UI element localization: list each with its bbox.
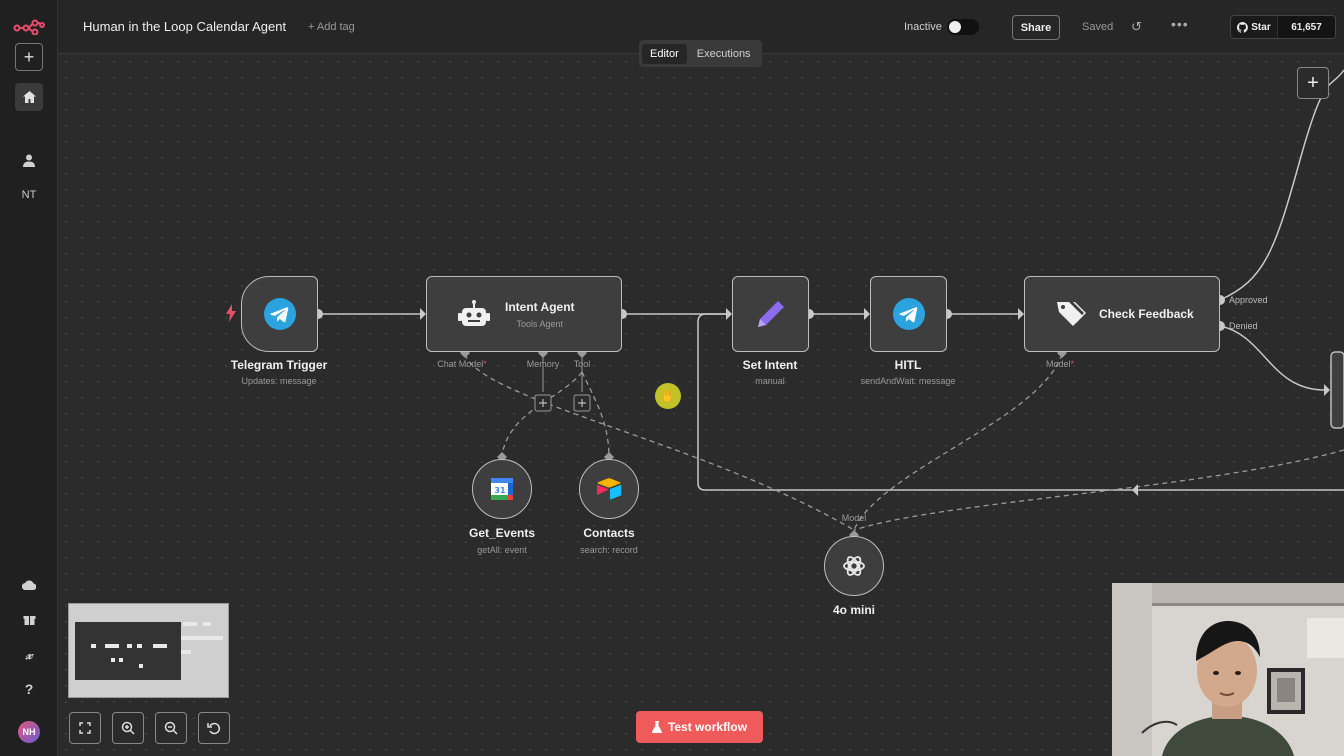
node-subtitle: sendAndWait: message xyxy=(860,376,956,386)
test-workflow-button[interactable]: Test workflow xyxy=(636,711,763,743)
plus-icon[interactable]: + xyxy=(15,43,43,71)
node-title: Set Intent xyxy=(742,358,798,372)
port-memory: Memory xyxy=(526,359,560,369)
minimap-viewport[interactable] xyxy=(75,622,181,680)
toggle-knob xyxy=(949,21,961,33)
github-star[interactable]: Star xyxy=(1231,16,1277,38)
telegram-icon xyxy=(263,298,296,330)
port-chat-model: Chat Model* xyxy=(437,359,487,369)
zoom-out-icon xyxy=(164,721,178,735)
airtable-icon xyxy=(597,478,622,500)
fit-view-button[interactable] xyxy=(69,712,101,744)
tab-editor[interactable]: Editor xyxy=(642,43,687,64)
node-intent-agent[interactable]: Intent Agent Tools Agent xyxy=(426,276,622,352)
sidebar: + NT 𝓍 ? NH xyxy=(0,0,58,756)
flask-icon xyxy=(651,721,662,733)
help-icon[interactable]: ? xyxy=(24,681,34,697)
node-check-feedback[interactable]: Check Feedback xyxy=(1024,276,1220,352)
node-4o-mini[interactable] xyxy=(824,536,884,596)
node-title: Check Feedback xyxy=(1099,307,1194,321)
minimap[interactable] xyxy=(68,603,229,698)
node-set-intent[interactable] xyxy=(732,276,809,352)
node-subtitle: Updates: message xyxy=(241,376,317,386)
reset-zoom-button[interactable] xyxy=(198,712,230,744)
user-icon[interactable] xyxy=(15,146,43,174)
robot-icon xyxy=(458,300,490,326)
port-model: Model* xyxy=(1045,359,1075,369)
add-node-button[interactable]: + xyxy=(1297,67,1329,99)
share-button[interactable]: Share xyxy=(1012,15,1060,40)
svg-text:31: 31 xyxy=(494,486,506,495)
node-subtitle: getAll: event xyxy=(477,545,527,555)
test-workflow-label: Test workflow xyxy=(667,720,748,734)
output-approved: Approved xyxy=(1229,295,1268,305)
github-star-button[interactable]: Star 61,657 xyxy=(1230,15,1336,39)
add-tag-button[interactable]: + Add tag xyxy=(308,21,355,33)
fit-view-icon xyxy=(79,722,91,734)
port-model: Model xyxy=(841,513,867,523)
output-denied: Denied xyxy=(1229,321,1258,331)
node-title: Intent Agent xyxy=(505,299,575,314)
github-star-label: Star xyxy=(1251,21,1271,33)
variables-icon[interactable]: 𝓍 xyxy=(25,645,33,662)
avatar[interactable]: NH xyxy=(18,721,40,743)
node-title: HITL xyxy=(894,358,922,372)
github-star-count: 61,657 xyxy=(1277,16,1335,38)
undo-icon xyxy=(207,722,221,735)
active-toggle[interactable] xyxy=(947,19,979,35)
node-contacts[interactable] xyxy=(579,459,639,519)
openai-icon xyxy=(843,556,865,576)
zoom-out-button[interactable] xyxy=(155,712,187,744)
tag-icon xyxy=(1057,302,1086,326)
more-options-icon[interactable]: ••• xyxy=(1171,16,1189,32)
cloud-icon[interactable] xyxy=(15,571,43,599)
node-telegram-trigger[interactable] xyxy=(241,276,318,352)
webcam-overlay xyxy=(1112,583,1344,756)
project-initials[interactable]: NT xyxy=(21,189,37,201)
workflow-title[interactable]: Human in the Loop Calendar Agent xyxy=(83,19,287,34)
active-status-label: Inactive xyxy=(904,21,942,33)
pointer-cursor: ✋ xyxy=(655,383,681,409)
node-hitl[interactable] xyxy=(870,276,947,352)
node-title: 4o mini xyxy=(832,603,876,617)
zoom-in-button[interactable] xyxy=(112,712,144,744)
node-get-events[interactable]: 31 xyxy=(472,459,532,519)
zoom-in-icon xyxy=(121,721,135,735)
history-icon[interactable]: ↺ xyxy=(1131,19,1142,34)
pencil-icon xyxy=(757,301,784,327)
trigger-bolt-icon xyxy=(226,304,236,327)
home-icon[interactable] xyxy=(15,83,43,111)
port-tool: Tool xyxy=(573,359,591,369)
view-tabs: Editor Executions xyxy=(639,40,762,67)
saved-status: Saved xyxy=(1082,21,1114,33)
node-title: Contacts xyxy=(583,526,635,540)
node-title: Telegram Trigger xyxy=(230,358,328,372)
google-calendar-icon: 31 xyxy=(491,478,513,500)
node-subtitle: manual xyxy=(755,376,785,386)
telegram-icon xyxy=(892,298,925,330)
node-title: Get_Events xyxy=(468,526,536,540)
logo-icon[interactable] xyxy=(12,13,46,41)
github-icon xyxy=(1237,21,1249,33)
node-subtitle: Tools Agent xyxy=(516,318,564,329)
node-subtitle: search: record xyxy=(580,545,638,555)
tab-executions[interactable]: Executions xyxy=(696,47,751,60)
gift-icon[interactable] xyxy=(15,605,43,633)
